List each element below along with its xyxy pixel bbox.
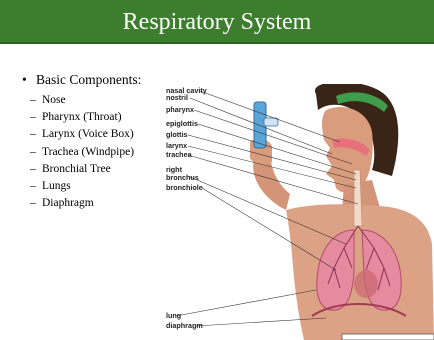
slide-title: Respiratory System xyxy=(0,0,434,44)
list-item: –Pharynx (Throat) xyxy=(30,109,134,126)
label-diaphragm: diaphragm xyxy=(166,321,203,330)
label-glottis: glottis xyxy=(166,130,188,139)
list-item: –Lungs xyxy=(30,178,134,195)
list-item: –Diaphragm xyxy=(30,195,134,212)
slide: Respiratory System •Basic Components: –N… xyxy=(0,0,434,330)
respiratory-anatomy-illustration: nasal cavity nostril pharynx epiglottis … xyxy=(166,84,434,340)
title-bar: Respiratory System xyxy=(0,0,434,44)
label-trachea: trachea xyxy=(166,150,193,159)
slide-content: •Basic Components: –Nose –Pharynx (Throa… xyxy=(0,44,434,330)
list-item: –Larynx (Voice Box) xyxy=(30,126,134,143)
inhaler-mouthpiece xyxy=(264,118,278,126)
list-item: –Nose xyxy=(30,92,134,109)
components-list: –Nose –Pharynx (Throat) –Larynx (Voice B… xyxy=(30,92,134,212)
list-item: –Trachea (Windpipe) xyxy=(30,144,134,161)
label-pharynx: pharynx xyxy=(166,105,194,114)
label-epiglottis: epiglottis xyxy=(166,119,198,128)
callout-box xyxy=(342,334,434,340)
label-larynx: larynx xyxy=(166,141,187,150)
list-item: –Bronchial Tree xyxy=(30,161,134,178)
main-bullet: •Basic Components: xyxy=(22,72,141,88)
label-bronchiole: bronchiole xyxy=(166,183,203,192)
main-bullet-text: Basic Components: xyxy=(36,72,141,87)
bullet-dot: • xyxy=(22,72,36,88)
heart-shape xyxy=(354,270,378,298)
label-lung: lung xyxy=(166,311,181,320)
label-bronchus: bronchus xyxy=(166,173,199,182)
label-nostril: nostril xyxy=(166,93,188,102)
